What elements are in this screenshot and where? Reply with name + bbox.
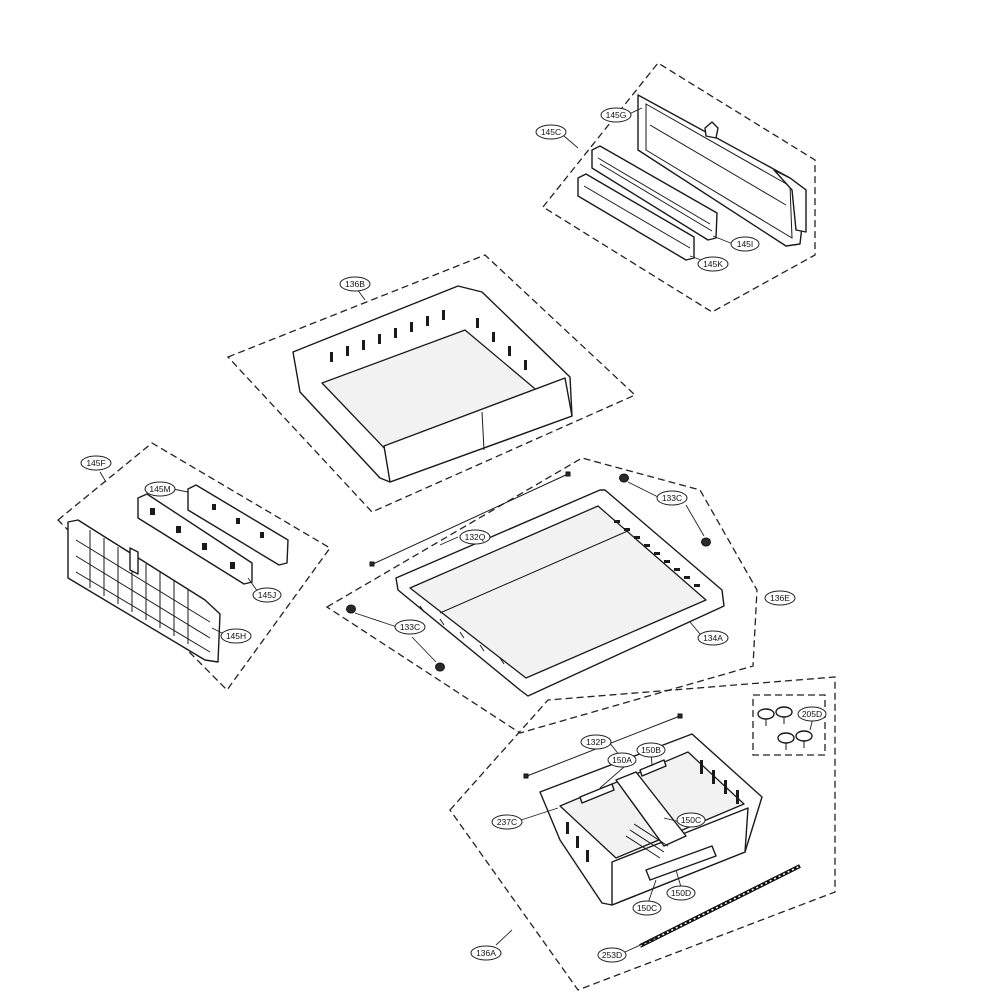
part-150a-slide: [579, 783, 615, 804]
label-132p: 132P: [580, 734, 612, 750]
label-150c-bottom-text: 150C: [637, 903, 657, 913]
label-150c-inner: 150C: [676, 812, 706, 828]
part-145i-rail: [591, 145, 718, 241]
label-133c-left: 133C: [394, 619, 426, 635]
label-150d: 150D: [666, 885, 696, 901]
part-205d-clips: [752, 694, 826, 756]
label-145j-text: 145J: [258, 590, 276, 600]
label-136a: 136A: [470, 945, 502, 961]
clip-icon: [757, 706, 813, 750]
label-136e: 136E: [764, 590, 796, 606]
label-145h-text: 145H: [226, 631, 246, 641]
label-145k: 145K: [697, 256, 729, 272]
label-145c-text: 145C: [541, 127, 561, 137]
label-145j: 145J: [252, 587, 282, 603]
part-150b-slide: [639, 759, 667, 777]
group-136b-drawer-bin: [226, 254, 637, 513]
label-136e-text: 136E: [770, 593, 790, 603]
part-145g-rail: [637, 94, 807, 247]
label-150b: 150B: [636, 742, 666, 758]
part-150d-handle: [645, 845, 717, 881]
part-145h-panel: [67, 519, 221, 663]
part-145m-rail: [187, 484, 289, 566]
part-133c-stopper-left: [346, 604, 445, 672]
label-134a: 134A: [697, 630, 729, 646]
label-136b: 136B: [339, 276, 371, 292]
label-150c-inner-text: 150C: [681, 815, 701, 825]
part-132q-rod: [369, 471, 571, 567]
tray-front-ridges: [419, 605, 505, 665]
tray-vent-slots: [614, 520, 700, 587]
label-136a-text: 136A: [476, 948, 496, 958]
label-145f: 145F: [80, 455, 112, 471]
label-237c: 237C: [491, 814, 523, 830]
label-132q-text: 132Q: [465, 532, 486, 542]
group-136a-basket: [449, 676, 836, 991]
group-boundary-136b: [226, 254, 637, 513]
label-132q: 132Q: [459, 529, 491, 545]
label-253d: 253D: [597, 947, 627, 963]
label-134a-text: 134A: [703, 633, 723, 643]
label-136b-text: 136B: [345, 279, 365, 289]
bin-vent-slots: [330, 310, 527, 370]
label-145m: 145M: [144, 481, 176, 497]
label-150d-text: 150D: [671, 888, 691, 898]
label-237c-text: 237C: [497, 817, 517, 827]
label-145h: 145H: [220, 628, 252, 644]
part-145j-rail: [137, 493, 253, 585]
label-145c: 145C: [535, 124, 567, 140]
label-145i-text: 145I: [737, 239, 754, 249]
label-133c-top: 133C: [656, 490, 688, 506]
label-145i: 145I: [730, 236, 760, 252]
label-145g: 145G: [600, 107, 632, 123]
label-145k-text: 145K: [703, 259, 723, 269]
part-133c-stopper-top: [619, 473, 711, 547]
label-132p-text: 132P: [586, 737, 606, 747]
label-145m-text: 145M: [149, 484, 170, 494]
group-145c-rail-assembly: [542, 62, 816, 313]
part-253d-strip: [639, 864, 801, 948]
label-133c-left-text: 133C: [400, 622, 420, 632]
label-150c-bottom: 150C: [632, 900, 662, 916]
group-145f-side-rails: [57, 442, 331, 692]
group-boundary-136a: [449, 676, 836, 991]
label-205d-text: 205D: [802, 709, 822, 719]
label-253d-text: 253D: [602, 950, 622, 960]
label-150b-text: 150B: [641, 745, 661, 755]
group-boundary-136e: [325, 457, 758, 734]
part-237c-basket: [539, 733, 763, 906]
label-145g-text: 145G: [606, 110, 627, 120]
group-136e-shelf: [325, 457, 758, 734]
label-133c-top-text: 133C: [662, 493, 682, 503]
label-150a: 150A: [607, 752, 637, 768]
label-145f-text: 145F: [86, 458, 105, 468]
part-145k-rail: [577, 173, 695, 261]
label-205d: 205D: [797, 706, 827, 722]
label-150a-text: 150A: [612, 755, 632, 765]
